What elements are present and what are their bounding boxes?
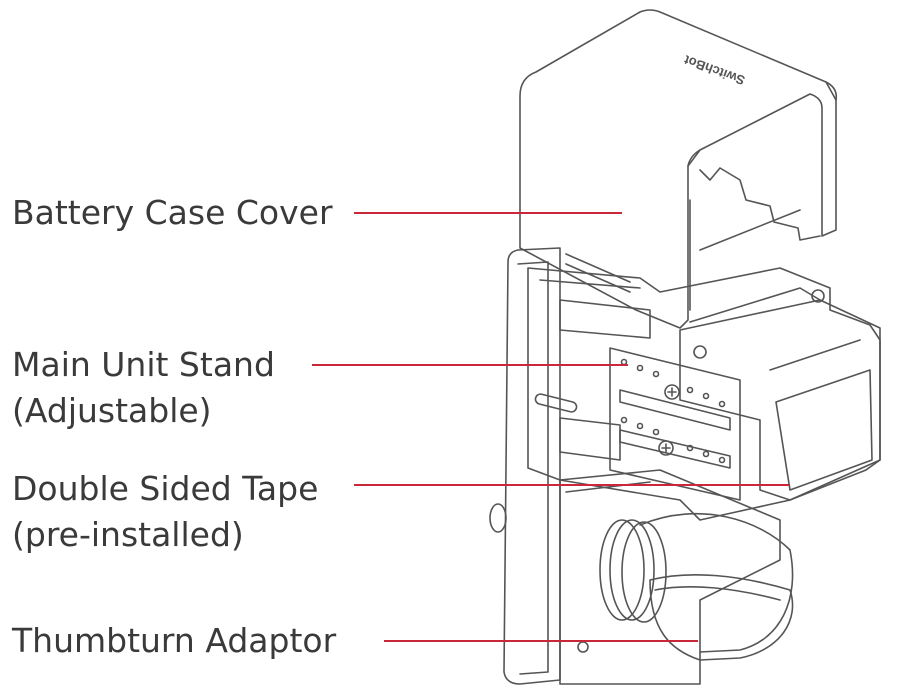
- leader-line-thumbturn-adaptor: [384, 640, 698, 642]
- leader-line-double-sided-tape: [354, 484, 790, 486]
- mounting-plate: [490, 248, 588, 684]
- label-double-sided-tape-note: (pre-installed): [12, 515, 244, 554]
- label-battery-case-cover: Battery Case Cover: [12, 193, 333, 232]
- battery-case-cover: [520, 10, 836, 328]
- label-double-sided-tape: Double Sided Tape (pre-installed): [12, 466, 318, 558]
- label-main-unit-stand-note: (Adjustable): [12, 391, 212, 430]
- leader-line-battery-case-cover: [354, 212, 622, 214]
- adjustable-stand-plate: [610, 348, 740, 500]
- label-main-unit-stand-title: Main Unit Stand: [12, 345, 275, 384]
- motor-box: [680, 288, 880, 500]
- label-double-sided-tape-title: Double Sided Tape: [12, 469, 319, 508]
- leader-line-main-unit-stand: [312, 364, 628, 366]
- label-thumbturn-adaptor: Thumbturn Adaptor: [12, 621, 337, 660]
- thumbturn-adaptor-housing: [560, 470, 793, 684]
- brand-logo-text: SwitchBot: [681, 52, 746, 88]
- label-main-unit-stand: Main Unit Stand (Adjustable): [12, 342, 275, 434]
